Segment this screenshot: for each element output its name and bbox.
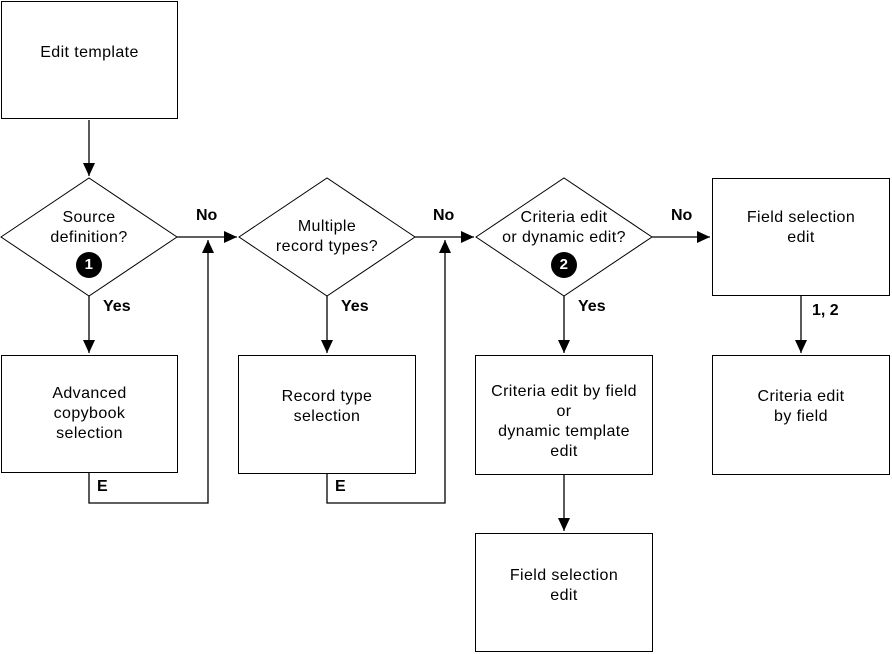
field-selection-edit-top-box: Field selection edit bbox=[712, 178, 890, 296]
one-two-label: 1, 2 bbox=[812, 302, 839, 319]
field-selection-edit-bottom-label: Field selection edit bbox=[509, 566, 619, 604]
yes-label-3: Yes bbox=[578, 298, 606, 315]
field-selection-edit-top-label: Field selection edit bbox=[746, 209, 856, 246]
advanced-copybook-selection-box: Advanced copybook selection bbox=[1, 355, 178, 473]
exit-label-1: E bbox=[97, 478, 108, 495]
edit-template-box: Edit template bbox=[1, 1, 178, 119]
multiple-record-types-label: Multiple record types? bbox=[275, 218, 379, 255]
criteria-edit-by-field-or-dynamic-label: Criteria edit by field or dynamic templa… bbox=[491, 383, 637, 460]
step-1-badge: 1 bbox=[76, 252, 102, 278]
no-label-3: No bbox=[671, 207, 693, 224]
source-definition-label: Source definition? bbox=[50, 209, 128, 246]
step-2-badge: 2 bbox=[551, 252, 577, 278]
record-type-selection-box: Record type selection bbox=[238, 355, 416, 474]
no-label-1: No bbox=[196, 207, 218, 224]
source-definition-diamond: Source definition? 1 bbox=[0, 178, 178, 302]
edge-exit-loop-record-type bbox=[326, 240, 451, 504]
yes-label-2: Yes bbox=[341, 298, 369, 315]
advanced-copybook-selection-label: Advanced copybook selection bbox=[52, 385, 127, 442]
criteria-edit-by-field-box: Criteria edit by field bbox=[712, 355, 890, 475]
criteria-edit-by-field-or-dynamic-box: Criteria edit by field or dynamic templa… bbox=[475, 355, 653, 475]
no-label-2: No bbox=[433, 207, 455, 224]
edit-template-label: Edit template bbox=[40, 44, 139, 61]
exit-label-2: E bbox=[335, 478, 346, 495]
criteria-or-dynamic-diamond: Criteria edit or dynamic edit? 2 bbox=[476, 178, 652, 302]
field-selection-edit-bottom-box: Field selection edit bbox=[475, 533, 653, 652]
edge-exit-loop-advanced-copybook bbox=[88, 240, 214, 504]
record-type-selection-label: Record type selection bbox=[281, 387, 373, 425]
criteria-edit-by-field-label: Criteria edit by field bbox=[757, 388, 845, 425]
multiple-record-types-diamond: Multiple record types? bbox=[238, 178, 416, 316]
criteria-or-dynamic-label: Criteria edit or dynamic edit? bbox=[502, 209, 626, 246]
yes-label-1: Yes bbox=[103, 298, 131, 315]
